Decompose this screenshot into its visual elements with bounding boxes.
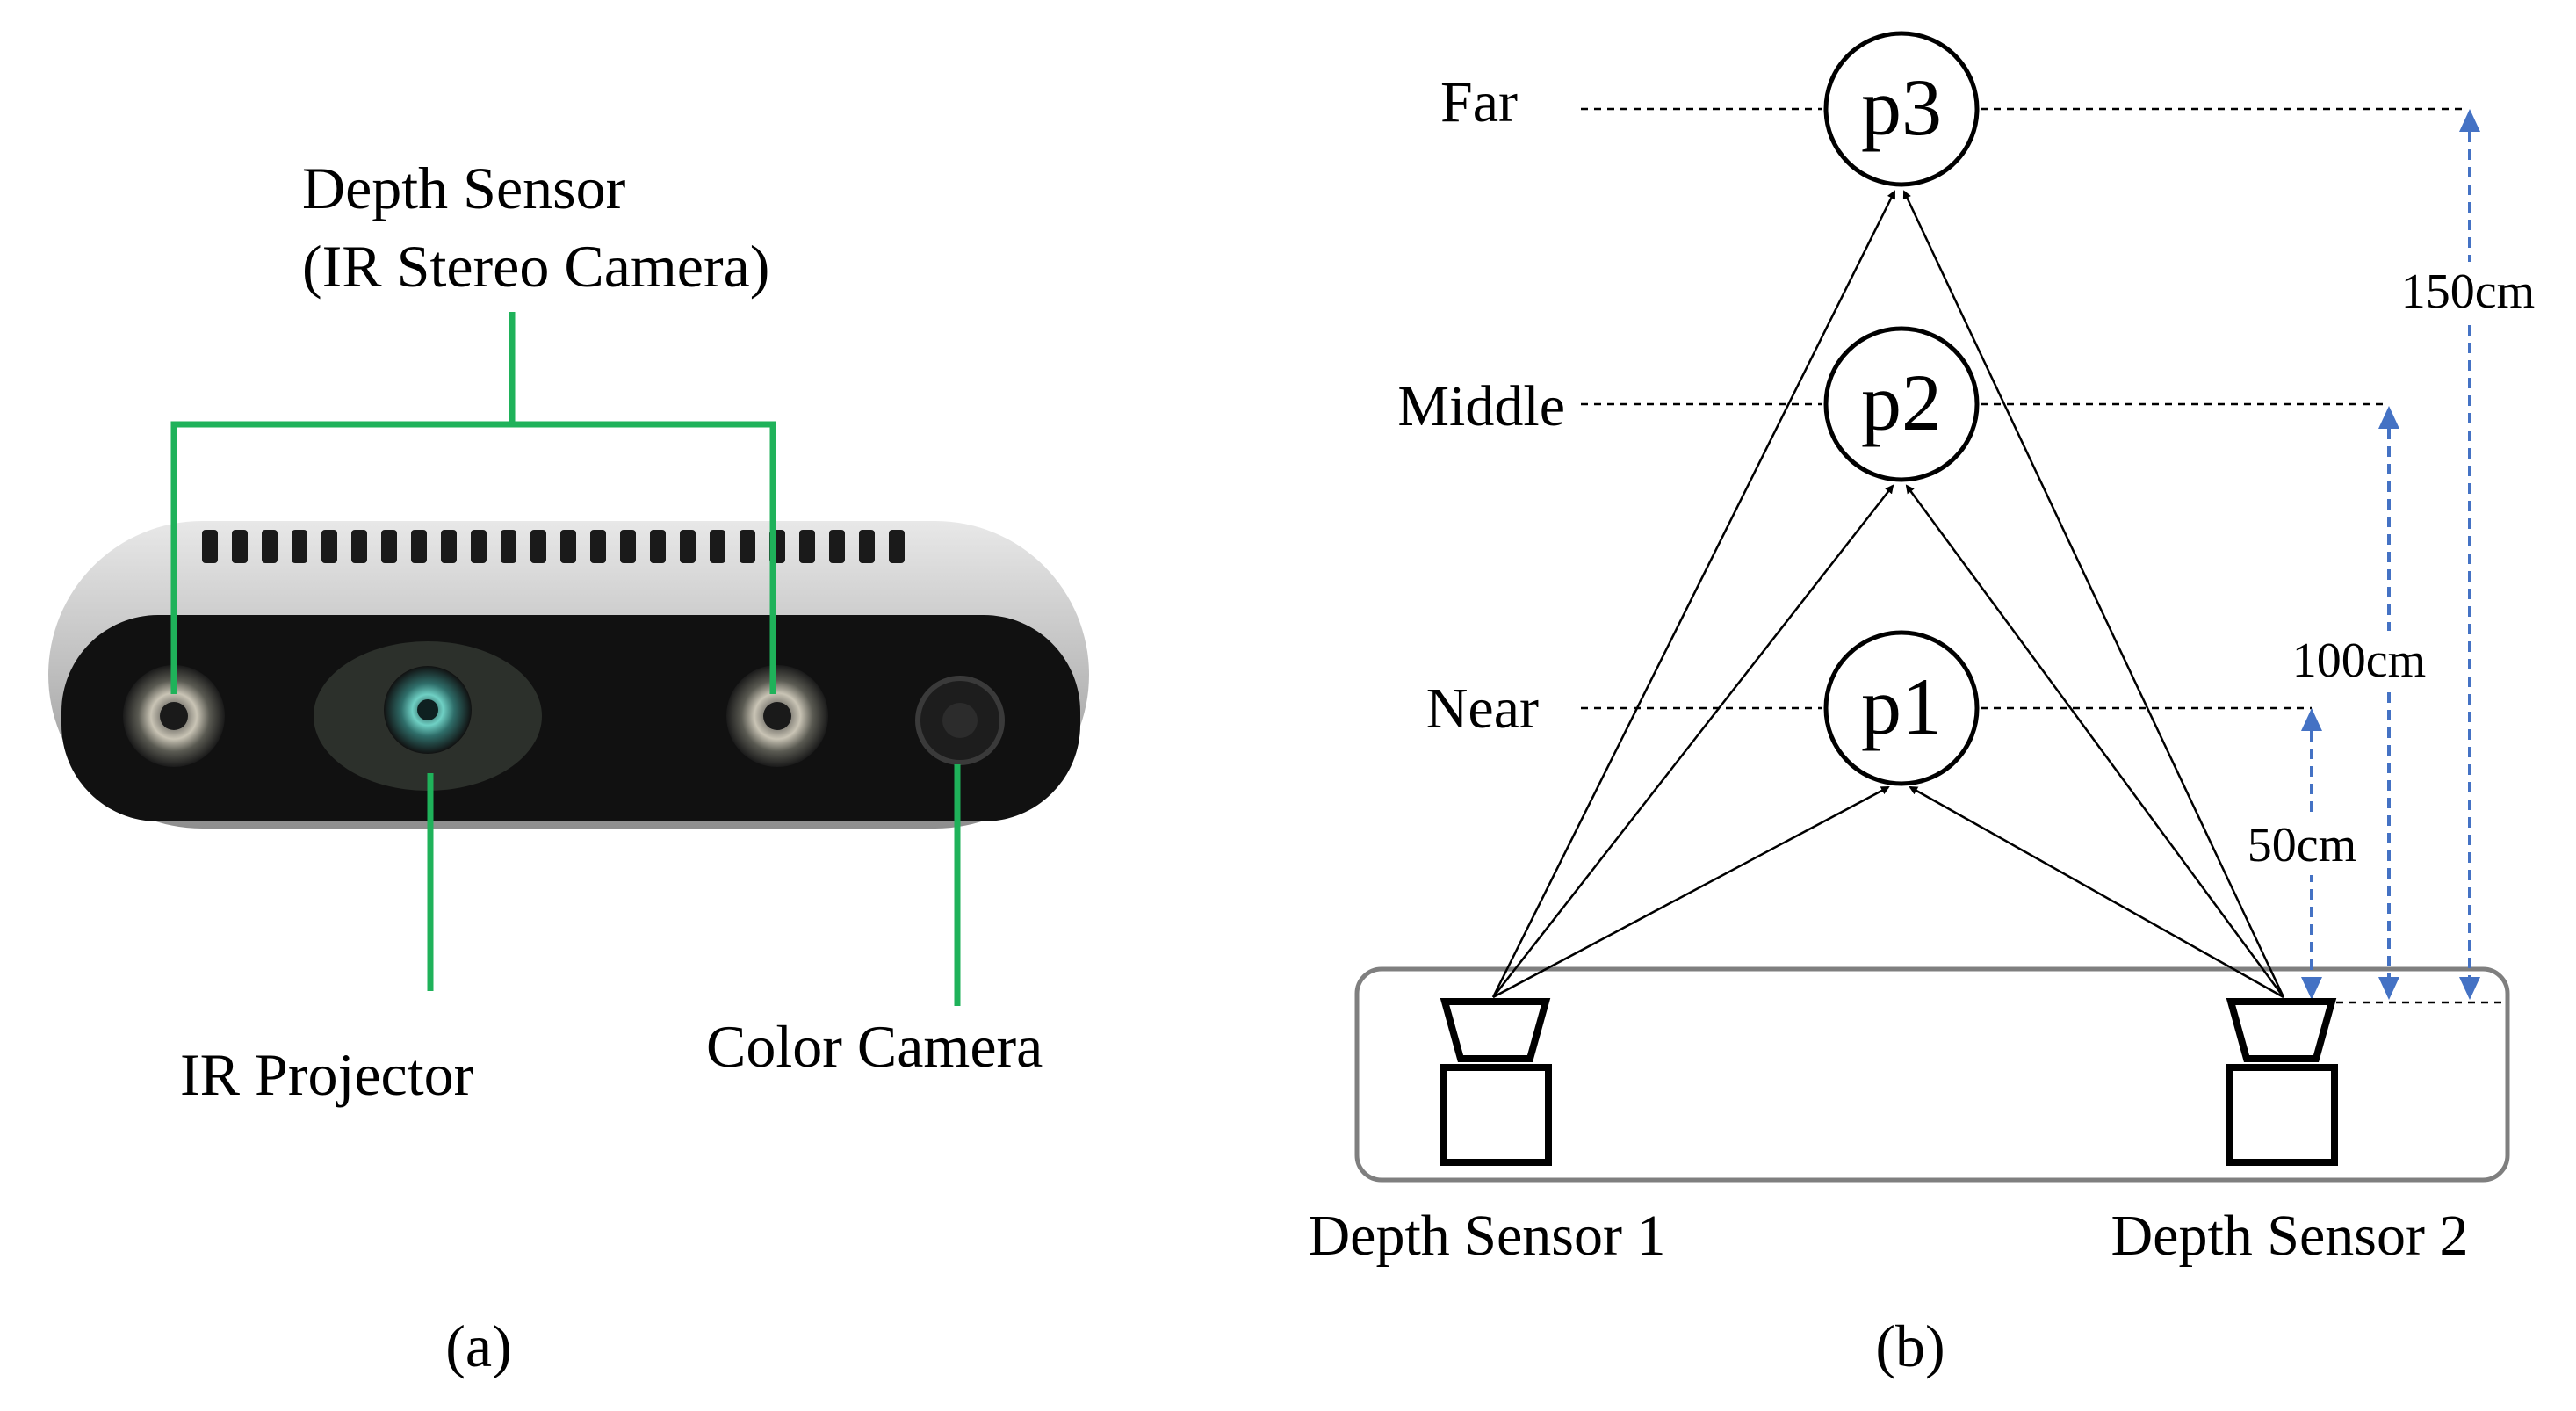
label-color-camera: Color Camera <box>706 1013 1043 1080</box>
color-camera-lens-center <box>942 703 978 738</box>
vent-slots <box>202 530 905 563</box>
vent-slot <box>351 530 367 563</box>
p3-circle <box>1823 31 1980 187</box>
vent-slot <box>411 530 427 563</box>
vent-slot <box>232 530 248 563</box>
depth-sensor-leader <box>170 421 776 694</box>
dimension-arrowheads <box>2301 109 2480 1000</box>
ir-projector-lens-center <box>417 699 438 720</box>
vent-slot <box>321 530 337 563</box>
dim-150-label: 150cm <box>2401 264 2535 319</box>
depth-sensor-2-icon <box>2226 998 2338 1166</box>
p3-label: p3 <box>1861 62 1942 152</box>
panel-a: Depth Sensor (IR Stereo Camera) IR Proje… <box>48 155 1089 1379</box>
sensor-rays <box>1491 190 2285 999</box>
vent-slot <box>501 530 516 563</box>
vent-slot <box>620 530 636 563</box>
label-depth-sensor-sub: (IR Stereo Camera) <box>302 233 769 300</box>
p2-circle <box>1823 326 1980 482</box>
level-label-near: Near <box>1426 677 1539 741</box>
dim-150-label-bg <box>2393 262 2543 322</box>
ray-s1-p2 <box>1492 484 1894 998</box>
label-depth-sensor: Depth Sensor <box>302 155 626 221</box>
depth-sensor-1-lens-icon <box>1440 998 1551 1062</box>
sensor-1-label: Depth Sensor 1 <box>1309 1204 1666 1268</box>
vent-slot <box>560 530 576 563</box>
dim-100-label-bg <box>2284 631 2435 691</box>
dim-150-bottom-head <box>2459 977 2480 1000</box>
depth-sensor-2-body-icon <box>2226 1064 2338 1166</box>
sensor-base-box <box>1354 966 2510 1183</box>
depth-camera-device <box>48 521 1089 829</box>
dim-150-top-head <box>2459 109 2480 132</box>
p1-label: p1 <box>1861 662 1942 751</box>
dim-50-label-bg <box>2231 815 2373 875</box>
ray-s1-p1 <box>1492 785 1890 999</box>
level-label-far: Far <box>1440 70 1518 134</box>
vent-slot <box>650 530 666 563</box>
ray-s1-p3 <box>1491 190 1896 998</box>
vent-slot <box>829 530 845 563</box>
p2-label: p2 <box>1861 358 1942 447</box>
vent-slot <box>530 530 546 563</box>
target-points: p3 p2 p1 <box>1823 31 1980 786</box>
vent-slot <box>381 530 397 563</box>
ray-s2-p3 <box>1902 190 2285 998</box>
caption-b: (b) <box>1875 1313 1945 1379</box>
vent-slot <box>292 530 307 563</box>
vent-slot <box>740 530 755 563</box>
vent-slot <box>859 530 875 563</box>
vent-slot <box>710 530 725 563</box>
vent-slot <box>590 530 606 563</box>
left-ir-lens-center <box>160 702 188 730</box>
vent-slot <box>471 530 487 563</box>
dim-100-top-head <box>2378 406 2399 429</box>
panel-b: p3 p2 p1 Far Middle Near 150cm 100cm 50c… <box>1309 31 2543 1379</box>
vent-slot <box>889 530 905 563</box>
vent-slot <box>441 530 457 563</box>
vent-slot <box>202 530 218 563</box>
sensor-2-label: Depth Sensor 2 <box>2111 1204 2469 1268</box>
vent-slot <box>799 530 815 563</box>
level-label-middle: Middle <box>1397 374 1565 438</box>
p1-circle <box>1823 630 1980 786</box>
depth-sensor-1-icon <box>1440 998 1552 1166</box>
ray-s2-p2 <box>1905 484 2285 998</box>
ray-s2-p1 <box>1909 785 2284 999</box>
vent-slot <box>262 530 278 563</box>
dim-100-bottom-head <box>2378 977 2399 1000</box>
depth-sensor-1-body-icon <box>1440 1064 1552 1166</box>
dim-100-label: 100cm <box>2292 633 2426 688</box>
camera-face-panel <box>61 615 1080 821</box>
vent-slot <box>680 530 696 563</box>
caption-a: (a) <box>445 1313 511 1379</box>
label-ir-projector: IR Projector <box>180 1041 474 1108</box>
dim-50-bottom-head <box>2301 977 2322 1000</box>
leader-lines <box>170 312 961 1006</box>
level-lines <box>1581 107 2507 1004</box>
dim-50-label: 50cm <box>2248 818 2356 872</box>
depth-sensor-2-lens-icon <box>2226 998 2337 1062</box>
right-ir-lens-center <box>763 702 791 730</box>
dim-50-top-head <box>2301 708 2322 731</box>
